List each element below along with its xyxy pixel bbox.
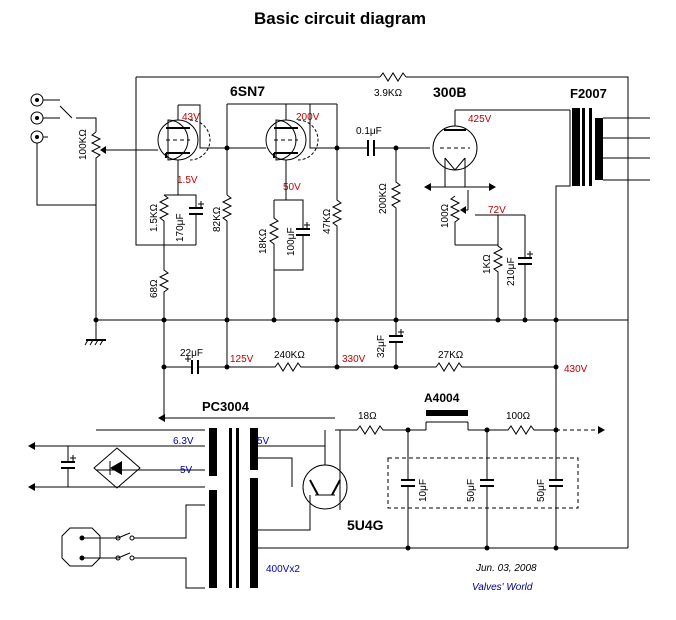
cathode-cap-1-label: 170μF bbox=[175, 213, 186, 242]
voltage-430v: 430V bbox=[564, 364, 588, 375]
ac-inlet bbox=[61, 527, 101, 567]
cathode-resistor-1-label: 1.5KΩ bbox=[149, 203, 160, 232]
voltage-50v: 50V bbox=[283, 182, 301, 193]
coupling-cap-label: 0.1μF bbox=[356, 126, 382, 137]
winding-6-3v: 6.3V bbox=[173, 436, 194, 447]
grid-resistor-label: 200KΩ bbox=[378, 183, 389, 214]
decoupling-cap-1-label: 22μF bbox=[180, 348, 203, 359]
diagram-credit: Valves' World bbox=[472, 582, 533, 593]
volume-potentiometer: 100KΩ bbox=[78, 129, 112, 205]
decoupling-cap-2-label: 32μF bbox=[376, 335, 387, 358]
feedback-resistor-label: 3.9KΩ bbox=[374, 88, 403, 99]
hum-pot-label: 100Ω bbox=[440, 203, 451, 228]
winding-400vx2: 400Vx2 bbox=[266, 564, 300, 575]
filter-cap-2-label: 50μF bbox=[466, 479, 477, 502]
winding-5v-b: 5V bbox=[257, 436, 270, 447]
tube-6sn7-a bbox=[157, 105, 211, 178]
voltage-1-5v: 1.5V bbox=[177, 175, 198, 186]
rectifier-tube-label: 5U4G bbox=[347, 517, 384, 533]
voltage-125v: 125V bbox=[230, 354, 254, 365]
resistor-68-label: 68Ω bbox=[149, 279, 160, 298]
ground-icon bbox=[84, 320, 106, 346]
plate-resistor-2-label: 47KΩ bbox=[322, 208, 333, 234]
tube-300b bbox=[432, 110, 478, 171]
filter-cap-1-label: 10μF bbox=[418, 479, 429, 502]
resistor-18-label: 18Ω bbox=[358, 411, 377, 422]
cathode-cap-2-label: 100μF bbox=[286, 227, 297, 256]
output-transformer bbox=[555, 108, 650, 320]
decoupling-resistor-2-label: 27KΩ bbox=[438, 350, 464, 361]
diagram-title: Basic circuit diagram bbox=[254, 9, 426, 28]
input-jacks bbox=[30, 93, 97, 206]
power-transformer-label: PC3004 bbox=[202, 399, 250, 414]
voltage-43v: 43V bbox=[182, 112, 200, 123]
voltage-200v: 200V bbox=[296, 112, 320, 123]
diagram-date: Jun. 03, 2008 bbox=[475, 563, 537, 574]
cathode-cap-3-label: 210μF bbox=[506, 257, 517, 286]
cathode-resistor-3-label: 1KΩ bbox=[482, 254, 493, 274]
filter-cap-3-label: 50μF bbox=[536, 479, 547, 502]
voltage-72v: 72V bbox=[488, 205, 506, 216]
tube-6sn7-label: 6SN7 bbox=[230, 83, 265, 99]
power-transformer bbox=[209, 428, 258, 588]
plate-resistor-1-label: 82KΩ bbox=[212, 206, 223, 232]
voltage-425v: 425V bbox=[468, 114, 492, 125]
decoupling-resistor-1-label: 240KΩ bbox=[274, 350, 305, 361]
choke-label: A4004 bbox=[424, 391, 460, 405]
filter-caps-box bbox=[387, 457, 579, 509]
tube-300b-label: 300B bbox=[433, 84, 466, 100]
choke-a4004 bbox=[425, 410, 469, 430]
tube-6sn7-b bbox=[265, 104, 319, 175]
volume-label: 100KΩ bbox=[78, 129, 89, 160]
bridge-rectifier bbox=[93, 447, 141, 489]
voltage-330v: 330V bbox=[342, 354, 366, 365]
cathode-resistor-2-label: 18KΩ bbox=[258, 228, 269, 254]
resistor-100-label: 100Ω bbox=[506, 411, 531, 422]
output-transformer-label: F2007 bbox=[570, 86, 607, 101]
